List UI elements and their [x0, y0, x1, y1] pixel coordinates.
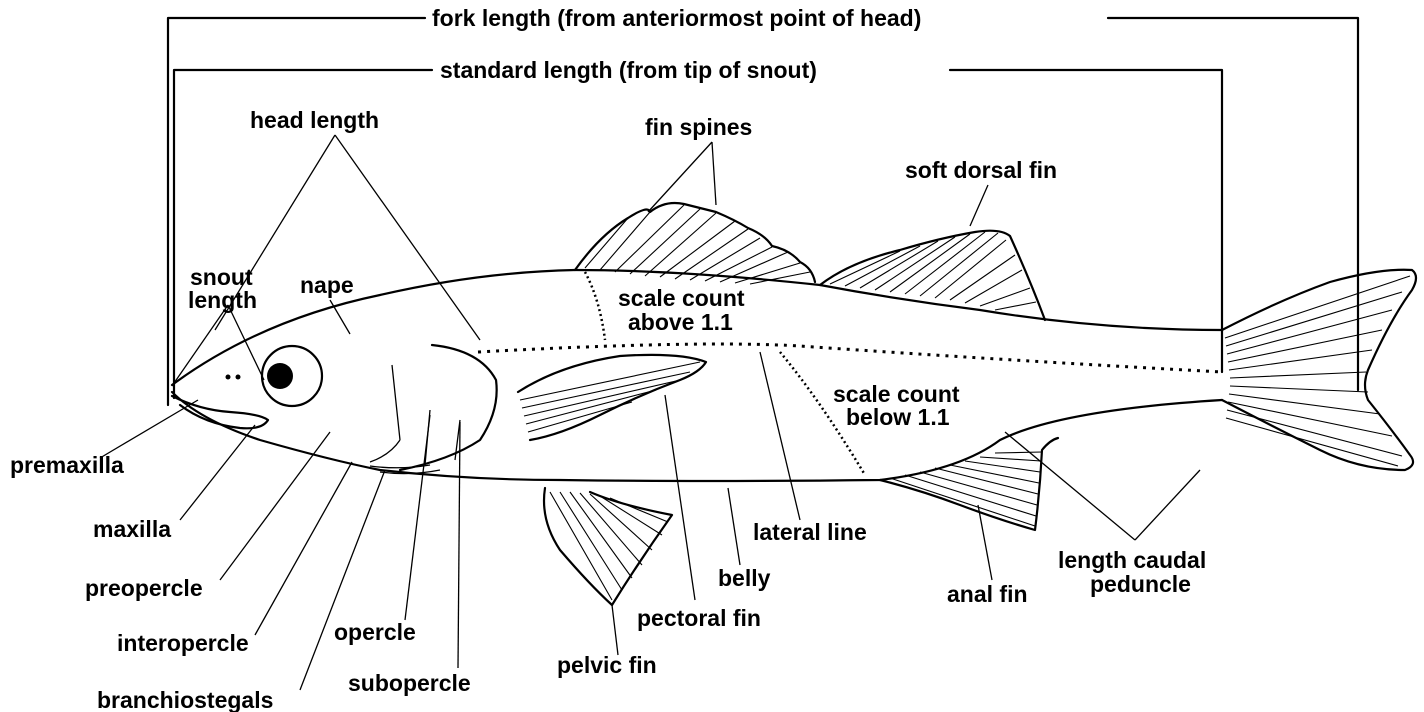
soft-dorsal-fin	[820, 231, 1045, 320]
head-length-label: head length	[250, 107, 379, 133]
interopercle-label: interopercle	[117, 630, 249, 656]
scale-count-below-label-2: below 1.1	[846, 404, 950, 430]
anal-fin	[880, 438, 1058, 530]
belly-label: belly	[718, 565, 771, 591]
length-caudal-peduncle-label-2: peduncle	[1090, 571, 1191, 597]
fin-spines-label: fin spines	[645, 114, 752, 140]
soft-dorsal-fin-label: soft dorsal fin	[905, 157, 1057, 183]
gill-cover	[370, 345, 497, 474]
lateral-line	[478, 344, 1222, 372]
spiny-dorsal-fin	[575, 203, 815, 284]
anal-fin-label: anal fin	[947, 581, 1028, 607]
scale-count-above-label-2: above 1.1	[628, 309, 733, 335]
subopercle-label: subopercle	[348, 670, 471, 696]
pectoral-fin-label: pectoral fin	[637, 605, 761, 631]
scale-count-above-line	[585, 272, 605, 340]
lateral-line-label: lateral line	[753, 519, 867, 545]
pelvic-fin	[544, 488, 672, 605]
premaxilla-label: premaxilla	[10, 452, 124, 478]
branchiostegals-label: branchiostegals	[97, 687, 273, 712]
caudal-fin	[1222, 270, 1416, 470]
pectoral-fin	[518, 355, 706, 440]
maxilla-label: maxilla	[93, 516, 171, 542]
pelvic-fin-label: pelvic fin	[557, 652, 657, 678]
snout-length-label-2: length	[188, 287, 257, 313]
opercle-label: opercle	[334, 619, 416, 645]
fork-length-label: fork length (from anteriormost point of …	[432, 5, 921, 31]
nape-label: nape	[300, 272, 354, 298]
length-caudal-peduncle-label-1: length caudal	[1058, 547, 1206, 573]
eye	[262, 346, 322, 406]
preopercle-label: preopercle	[85, 575, 203, 601]
standard-length-label: standard length (from tip of snout)	[440, 57, 817, 83]
scale-count-above-label-1: scale count	[618, 285, 745, 311]
